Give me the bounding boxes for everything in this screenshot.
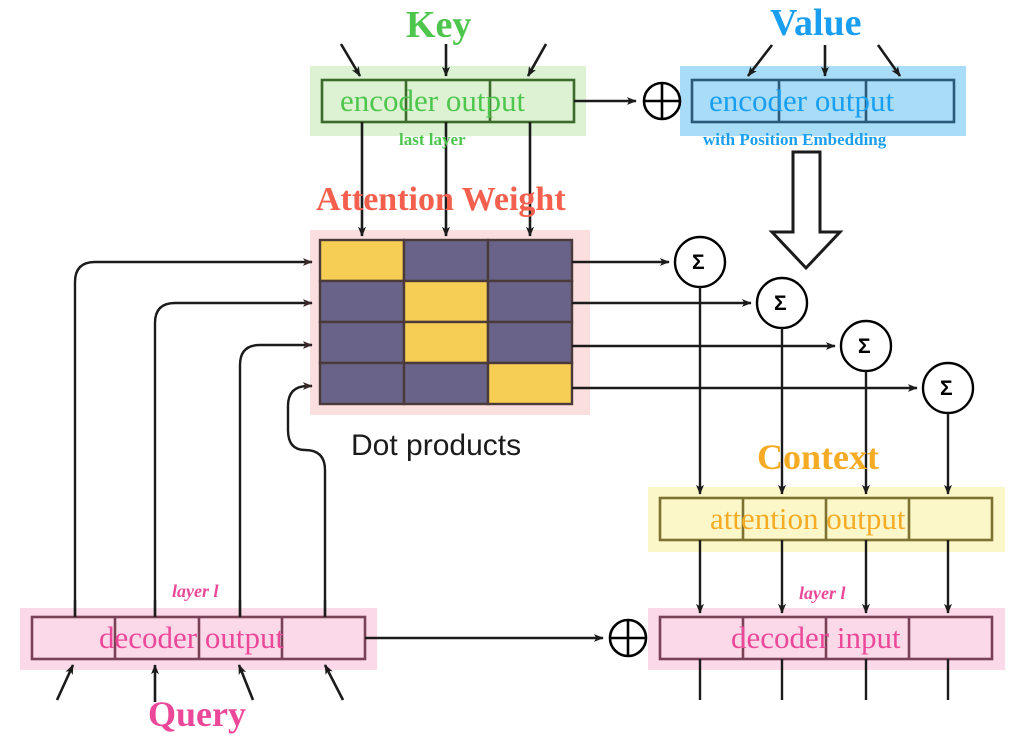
decoder-input-sublabel: layer l bbox=[799, 583, 846, 603]
dot-products-label: Dot products bbox=[351, 429, 522, 462]
matrix-cell-r1c1 bbox=[402, 279, 490, 324]
decoder-input-label: decoder input bbox=[731, 620, 901, 655]
sigma-label-2: Σ bbox=[774, 292, 787, 315]
matrix-cell-r2c2 bbox=[486, 320, 574, 365]
key-to-attention-lines bbox=[357, 122, 534, 237]
sigma-label-3: Σ bbox=[858, 335, 871, 358]
value-input-arrows bbox=[746, 44, 902, 77]
matrix-cell-r1c0 bbox=[318, 279, 406, 324]
matrix-cell-r0c2 bbox=[486, 238, 574, 283]
attention-weight-title-label: Attention Weight bbox=[316, 181, 566, 218]
sigma-nodes bbox=[673, 235, 975, 415]
sigma-label-1: Σ bbox=[692, 251, 705, 274]
encoder-output-key-sublabel: last layer bbox=[399, 130, 466, 149]
sigma-label-4: Σ bbox=[940, 377, 953, 400]
matrix-cell-r3c2 bbox=[486, 361, 574, 406]
query-input-arrows bbox=[55, 664, 345, 702]
matrix-cell-r2c1 bbox=[402, 320, 490, 365]
value-title-label: Value bbox=[770, 2, 862, 44]
context-to-decoder-input-lines bbox=[695, 540, 952, 614]
query-title-label: Query bbox=[148, 694, 246, 734]
value-highlight-bg bbox=[680, 66, 966, 136]
query-to-matrix-connectors bbox=[73, 258, 327, 617]
attention-matrix bbox=[318, 238, 574, 406]
matrix-to-sigma-lines bbox=[572, 258, 918, 393]
decoder-input-tails bbox=[698, 659, 950, 700]
encoder-output-value-label: encoder output bbox=[709, 83, 895, 118]
plus-top-icon bbox=[642, 81, 682, 121]
encoder-output-key-label: encoder output bbox=[340, 83, 526, 118]
sigma-to-context-lines bbox=[695, 287, 952, 495]
decoder-input-box bbox=[658, 615, 994, 661]
matrix-cell-r1c2 bbox=[486, 279, 574, 324]
value-block-arrow bbox=[768, 150, 844, 271]
context-title-label: Context bbox=[757, 437, 879, 477]
decoder-output-label: decoder output bbox=[99, 620, 285, 655]
encoder-output-value-sublabel: with Position Embedding bbox=[703, 130, 887, 149]
key-input-arrows bbox=[339, 43, 548, 77]
matrix-cell-r0c1 bbox=[402, 238, 490, 283]
attention-output-box bbox=[658, 496, 994, 542]
key-title-label: Key bbox=[406, 4, 472, 46]
decoder-output-sublabel: layer l bbox=[172, 581, 219, 601]
matrix-cell-r2c0 bbox=[318, 320, 406, 365]
matrix-cell-r3c0 bbox=[318, 361, 406, 406]
decoder-output-stubs bbox=[73, 600, 327, 617]
plus-bottom-icon bbox=[608, 618, 648, 658]
matrix-cell-r0c0 bbox=[318, 238, 406, 283]
key-highlight-bg bbox=[310, 66, 586, 136]
attention-output-label: attention output bbox=[710, 501, 906, 536]
encoder-output-value-box bbox=[690, 78, 956, 124]
matrix-cell-r3c1 bbox=[402, 361, 490, 406]
